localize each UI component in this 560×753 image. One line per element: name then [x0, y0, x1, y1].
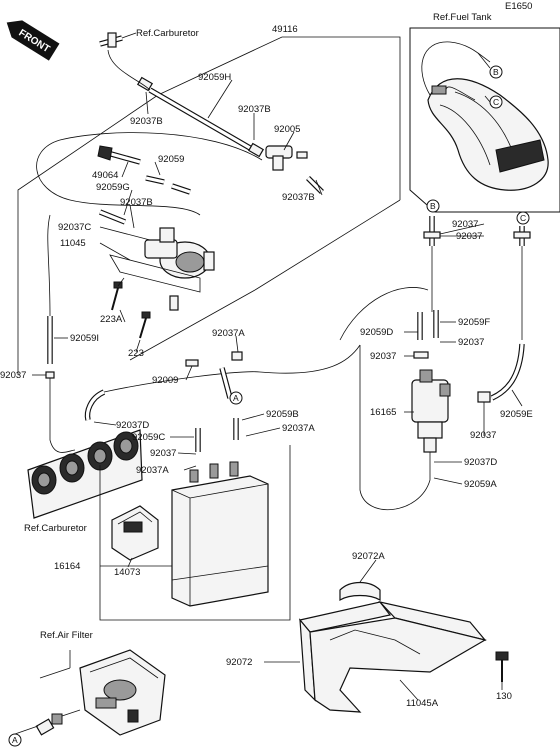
marker-c-right: C [516, 211, 530, 225]
label-92037A-c: 92037A [282, 423, 315, 434]
marker-a-bottom: A [8, 733, 22, 747]
svg-text:C: C [493, 97, 499, 107]
label-92037C: 92037C [58, 222, 91, 233]
bolt-223 [139, 311, 151, 339]
label-92037B-c: 92037B [282, 192, 315, 203]
hose-92059H [136, 76, 265, 158]
label-92037-r3: 92037 [458, 337, 484, 348]
bolt-223A [111, 281, 123, 311]
assembly-outline [17, 36, 401, 375]
marker-b-right: B [426, 199, 440, 213]
label-92037A-a: 92037A [212, 328, 245, 339]
vacuum-hose-loop [36, 132, 263, 216]
label-92037-r5: 92037 [470, 430, 496, 441]
svg-text:B: B [430, 201, 436, 211]
front-badge: FRONT [6, 20, 60, 61]
cover-14073 [111, 505, 159, 561]
label-92037D-b: 92037D [464, 457, 497, 468]
svg-text:C: C [520, 213, 526, 223]
air-filter-fitting [35, 709, 81, 736]
label-92059G: 92059G [96, 182, 130, 193]
label-92037D-a: 92037D [116, 420, 149, 431]
canister-16164 [171, 461, 269, 607]
carburetor-bank [27, 378, 143, 519]
label-92037A-b: 92037A [136, 465, 169, 476]
marker-b-tank: B [489, 65, 503, 79]
canister-frame [99, 445, 291, 621]
label-92072A: 92072A [352, 551, 385, 562]
label-11045A: 11045A [406, 698, 439, 709]
label-92037-r1: 92037 [452, 219, 478, 230]
label-92037B-d: 92037B [120, 197, 153, 208]
canister-hoses [185, 351, 243, 452]
label-92037-mid: 92037 [150, 448, 176, 459]
hoses-right-group [413, 216, 531, 359]
label-223A: 223A [100, 314, 123, 325]
hose-carb-vent [84, 344, 361, 421]
diagram-code: E1650 [505, 1, 532, 12]
marker-a-top: A [229, 391, 243, 405]
label-92059E: 92059E [500, 409, 533, 420]
label-16165: 16165 [370, 407, 396, 418]
hoses-small-group [97, 145, 191, 225]
label-92037-left: 92037 [0, 370, 26, 381]
label-92059F: 92059F [458, 317, 490, 328]
air-filter-housing [79, 649, 166, 736]
label-92037-r4: 92037 [370, 351, 396, 362]
label-92059D: 92059D [360, 327, 393, 338]
fuel-tank-inset: Ref.Fuel Tank [409, 12, 560, 213]
label-92059B: 92059B [266, 409, 299, 420]
ref-carburetor-top-label: Ref.Carburetor [136, 28, 199, 39]
label-92037B-b: 92037B [238, 104, 271, 115]
label-92037-r2: 92037 [456, 231, 482, 242]
label-92059: 92059 [158, 154, 184, 165]
leader-lines [14, 79, 523, 735]
vacuum-valve-assembly [109, 227, 215, 311]
label-92072: 92072 [226, 657, 252, 668]
label-92059I: 92059I [70, 333, 99, 344]
ref-carburetor-top-fitting [99, 32, 151, 91]
joint-92005 [265, 145, 324, 194]
label-223: 223 [128, 348, 144, 359]
hose-loop-right-top [339, 287, 429, 341]
label-92037B-a: 92037B [130, 116, 163, 127]
label-130: 130 [496, 691, 512, 702]
label-92059C: 92059C [132, 432, 165, 443]
svg-text:B: B [493, 67, 499, 77]
label-92059A: 92059A [464, 479, 497, 490]
svg-text:A: A [233, 393, 239, 403]
label-11045: 11045 [60, 238, 86, 249]
label-92009: 92009 [152, 375, 178, 386]
ref-air-filter-label: Ref.Air Filter [40, 630, 93, 641]
ref-carburetor-left-label: Ref.Carburetor [24, 523, 87, 534]
hose-92059E [477, 343, 525, 403]
label-92059H: 92059H [198, 72, 231, 83]
label-14073: 14073 [114, 567, 140, 578]
label-49116: 49116 [272, 24, 298, 35]
part-labels: 92059H 92037B 92037B 92005 92037B 49064 … [0, 72, 533, 709]
label-16164: 16164 [54, 561, 80, 572]
valve-16165 [411, 369, 451, 470]
label-92005: 92005 [274, 124, 300, 135]
label-49064: 49064 [92, 170, 118, 181]
hose-loop-right [359, 345, 431, 511]
marker-c-tank: C [489, 95, 503, 109]
hose-92059I [45, 214, 55, 379]
svg-text:A: A [12, 735, 18, 745]
bracket-assembly [298, 581, 509, 713]
ref-fuel-tank-label: Ref.Fuel Tank [433, 12, 492, 23]
